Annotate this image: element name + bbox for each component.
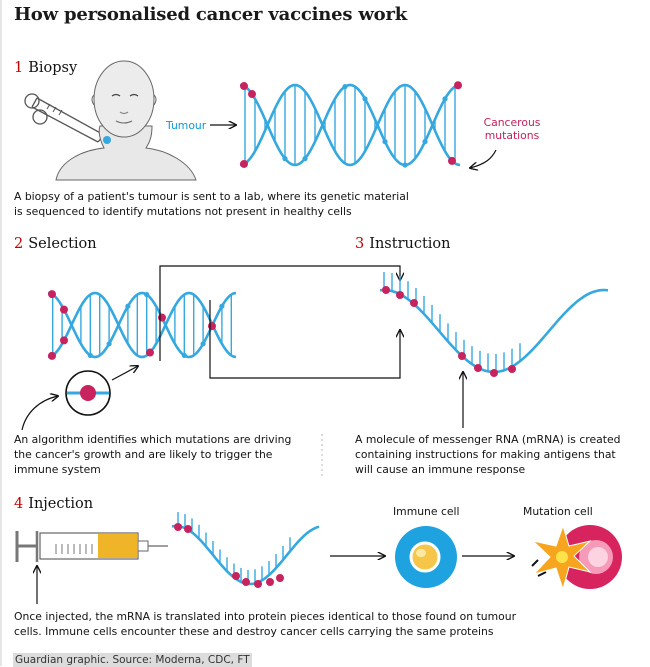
step-4-text: Once injected, the mRNA is translated in… [14,610,517,638]
dna-helix-selection [47,290,237,360]
mutations-arrow [470,149,497,168]
immune-cell-icon [395,526,457,588]
mrna-strand-injection [171,512,320,588]
patient-head-icon [55,60,197,181]
page-title: How personalised cancer vaccines work [14,4,408,25]
step-3-number: 3 [355,236,365,252]
burst-core [556,551,568,563]
mutation-cell-icon [531,525,622,589]
mrna-strand-instruction [379,272,609,377]
step-1-title: Biopsy [28,60,78,76]
source-footer: Guardian graphic. Source: Moderna, CDC, … [13,653,252,667]
step-1-number: 1 [14,60,24,76]
biopsy-syringe-icon [24,93,111,143]
cancerous-mutations-label: Cancerous mutations [483,116,541,142]
step-2-title: Selection [28,236,97,252]
left-border [0,0,2,666]
algorithm-arrow [21,396,58,431]
selected-mutation-icon [65,370,111,416]
dna-helix-biopsy [239,81,462,168]
injection-syringe-icon [15,531,168,562]
magnify-arrow [111,366,138,381]
selection-connector-bottom [209,300,400,379]
tumour-label: Tumour [166,119,207,132]
step-3-text: A molecule of messenger RNA (mRNA) is cr… [355,433,621,476]
immune-cell-label: Immune cell [393,505,460,518]
step-2-text: An algorithm identifies which mutations … [14,433,292,476]
step-1-text: A biopsy of a patient's tumour is sent t… [14,190,409,218]
step-3-title: Instruction [369,236,451,252]
selection-connector-top [159,265,400,361]
step-4-number: 4 [14,496,24,512]
step-4-title: Injection [28,496,94,512]
step-2-number: 2 [14,236,24,252]
mutation-cell-label: Mutation cell [523,505,593,518]
